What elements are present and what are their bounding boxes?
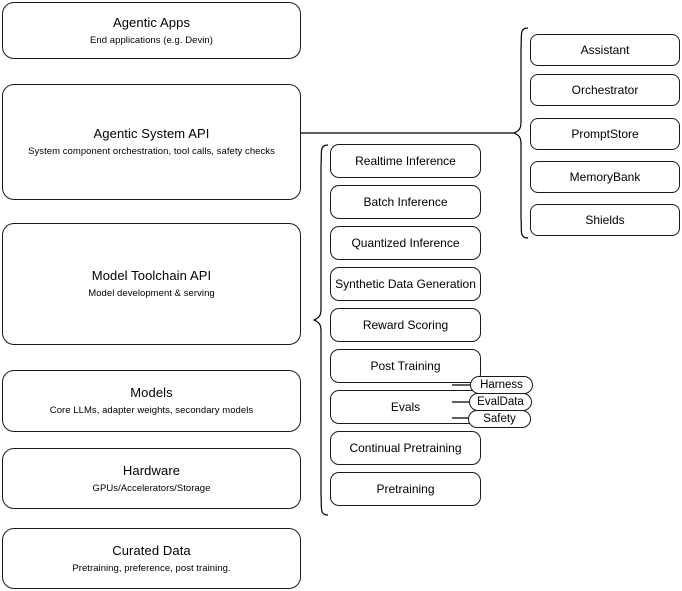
chip-label: Reward Scoring	[362, 317, 449, 332]
layer-subtitle: Core LLMs, adapter weights, secondary mo…	[49, 405, 254, 416]
agentic-component-assistant[interactable]: Assistant	[530, 34, 680, 66]
chip-label: Batch Inference	[363, 194, 448, 209]
layer-title: Agentic Apps	[112, 14, 191, 30]
layer-hardware[interactable]: Hardware GPUs/Accelerators/Storage	[2, 448, 301, 509]
layer-models[interactable]: Models Core LLMs, adapter weights, secon…	[2, 370, 301, 432]
pill-label: Safety	[483, 413, 516, 425]
agentic-component-promptstore[interactable]: PromptStore	[530, 118, 680, 150]
chip-label: Continual Pretraining	[349, 440, 462, 455]
chip-label: Pretraining	[376, 481, 435, 496]
layer-subtitle: Model development & serving	[88, 288, 215, 299]
toolchain-item-synthetic-data-generation[interactable]: Synthetic Data Generation	[330, 267, 481, 301]
layer-agentic-apps[interactable]: Agentic Apps End applications (e.g. Devi…	[2, 2, 301, 59]
toolchain-item-quantized-inference[interactable]: Quantized Inference	[330, 226, 481, 260]
layer-subtitle: End applications (e.g. Devin)	[90, 34, 213, 46]
layer-title: Agentic System API	[93, 126, 210, 141]
comp-label: MemoryBank	[569, 169, 641, 184]
eval-tag-safety[interactable]: Safety	[468, 410, 531, 428]
layer-title: Models	[130, 385, 173, 400]
layer-agentic-system-api[interactable]: Agentic System API System component orch…	[2, 84, 301, 200]
layer-title: Hardware	[122, 462, 181, 478]
agentic-component-orchestrator[interactable]: Orchestrator	[530, 74, 680, 106]
pill-label: EvalData	[477, 396, 524, 408]
brace-model-toolchain	[312, 144, 329, 516]
toolchain-item-batch-inference[interactable]: Batch Inference	[330, 185, 481, 219]
brace-agentic-components	[512, 27, 529, 239]
agentic-component-memorybank[interactable]: MemoryBank	[530, 161, 680, 193]
toolchain-item-continual-pretraining[interactable]: Continual Pretraining	[330, 431, 481, 465]
layer-curated-data[interactable]: Curated Data Pretraining, preference, po…	[2, 528, 301, 589]
pill-label: Harness	[480, 379, 523, 391]
chip-label: Quantized Inference	[351, 235, 460, 250]
agentic-component-shields[interactable]: Shields	[530, 204, 680, 236]
chip-label: Evals	[390, 399, 421, 414]
layer-subtitle: Pretraining, preference, post training.	[72, 562, 231, 574]
chip-label: Synthetic Data Generation	[335, 276, 476, 291]
eval-tag-harness[interactable]: Harness	[470, 376, 533, 394]
toolchain-item-evals[interactable]: Evals	[330, 390, 481, 424]
toolchain-item-realtime-inference[interactable]: Realtime Inference	[330, 144, 481, 178]
toolchain-item-reward-scoring[interactable]: Reward Scoring	[330, 308, 481, 342]
toolchain-item-post-training[interactable]: Post Training	[330, 349, 481, 383]
eval-tag-evaldata[interactable]: EvalData	[469, 393, 532, 411]
comp-label: PromptStore	[571, 126, 639, 141]
comp-label: Shields	[585, 212, 625, 227]
layer-subtitle: System component orchestration, tool cal…	[28, 146, 275, 157]
toolchain-item-pretraining[interactable]: Pretraining	[330, 472, 481, 506]
chip-label: Realtime Inference	[355, 153, 456, 168]
layer-title: Model Toolchain API	[91, 268, 212, 283]
layer-model-toolchain-api[interactable]: Model Toolchain API Model development & …	[2, 223, 301, 345]
layer-title: Curated Data	[112, 542, 191, 558]
chip-label: Post Training	[370, 358, 441, 373]
layer-subtitle: GPUs/Accelerators/Storage	[92, 482, 211, 494]
comp-label: Orchestrator	[571, 82, 639, 97]
comp-label: Assistant	[580, 42, 630, 57]
